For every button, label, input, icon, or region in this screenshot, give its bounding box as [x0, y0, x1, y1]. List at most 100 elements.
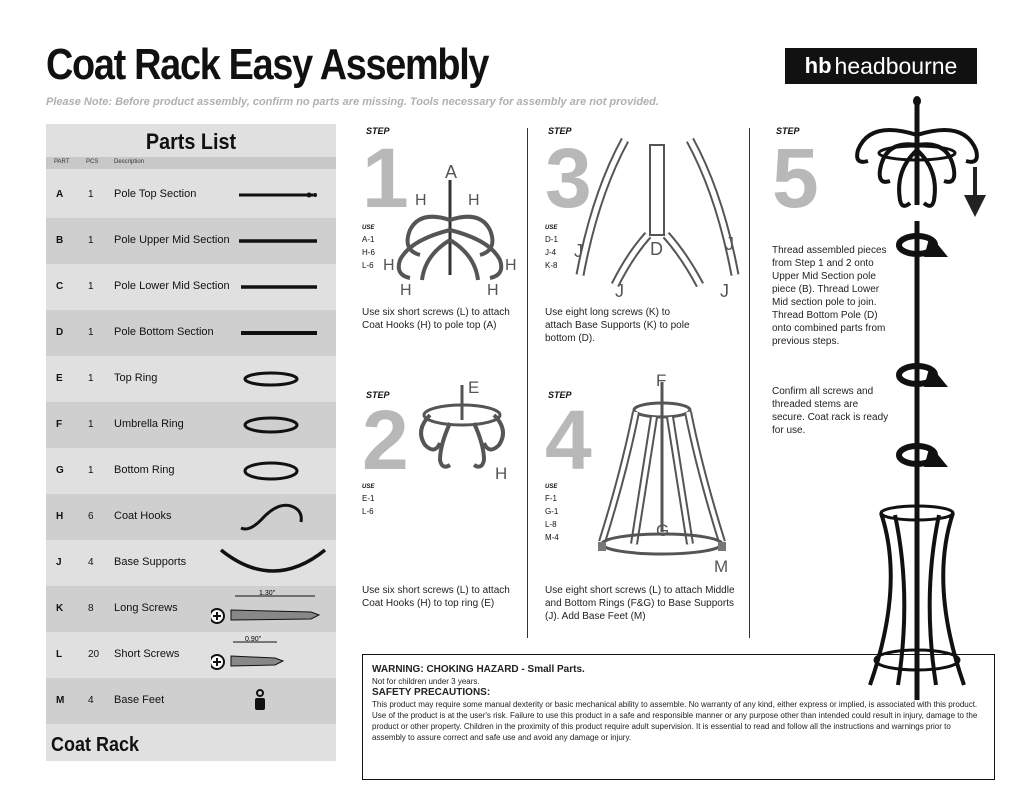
step-1-label: STEP	[366, 126, 390, 136]
use-item: M-4	[545, 533, 559, 542]
short-screw-icon: 0.90"	[211, 636, 285, 670]
part-qty: 1	[88, 189, 94, 200]
part-row: E 1 Top Ring	[46, 356, 336, 402]
brand-mark: hb	[804, 53, 832, 78]
step-3-illustration: D J J J J	[574, 137, 740, 300]
pole-top-icon	[239, 192, 317, 198]
coat-hook-icon	[240, 503, 303, 531]
pole-upper-mid-icon	[239, 239, 317, 243]
parts-list-panel: Parts List PART PCS Description A 1 Pole…	[46, 124, 336, 761]
step-4-illustration: F G M	[598, 372, 728, 576]
part-letter: E	[56, 373, 63, 384]
col-qty: PCS	[86, 159, 99, 165]
label-j: J	[574, 241, 583, 261]
step-2-illustration: E H	[419, 378, 507, 483]
part-row: B 1 Pole Upper Mid Section	[46, 218, 336, 264]
label-f: F	[656, 372, 666, 390]
part-desc: Pole Upper Mid Section	[114, 234, 230, 246]
part-desc: Pole Bottom Section	[114, 326, 214, 338]
step-2-text: Use six short screws (L) to attach Coat …	[362, 585, 510, 609]
part-letter: C	[56, 281, 64, 292]
use-item: A-1	[362, 235, 375, 244]
part-letter: G	[56, 465, 64, 476]
use-item: J-4	[545, 248, 557, 257]
step-5-number: 5	[772, 131, 819, 225]
part-qty: 6	[88, 511, 94, 522]
label-j: J	[725, 234, 734, 254]
pole-bottom-icon	[241, 331, 317, 335]
use-item: E-1	[362, 494, 375, 503]
label-a: A	[445, 162, 457, 182]
step-5-text-2: Confirm all screws and threaded stems ar…	[772, 386, 889, 436]
part-row: L 20 Short Screws 0.90"	[46, 632, 336, 678]
part-letter: D	[56, 327, 64, 338]
step-3-number: 3	[545, 131, 592, 225]
part-desc: Pole Top Section	[114, 188, 197, 200]
part-qty: 1	[88, 465, 94, 476]
part-row: K 8 Long Screws 1.30"	[46, 586, 336, 632]
rotate-arrow-icon	[896, 363, 948, 387]
label-j: J	[615, 281, 624, 300]
part-qty: 1	[88, 373, 94, 384]
step-4-uses: F-1 G-1 L-8 M-4	[545, 492, 559, 544]
use-item: H-6	[362, 248, 375, 257]
part-letter: K	[56, 603, 64, 614]
step-1-illustration: A H H H H H H	[383, 162, 517, 299]
use-item: L-6	[362, 507, 374, 516]
part-qty: 1	[88, 235, 94, 246]
part-row: H 6 Coat Hooks	[46, 494, 336, 540]
step-4-text: Use eight short screws (L) to attach Mid…	[545, 585, 735, 622]
part-desc: Top Ring	[114, 372, 158, 384]
rotate-arrow-icon	[896, 233, 948, 257]
part-desc: Umbrella Ring	[114, 418, 184, 430]
safety-text: This product may require some manual dex…	[372, 700, 978, 742]
base-foot-icon	[255, 689, 265, 710]
part-qty: 1	[88, 419, 94, 430]
label-m: M	[714, 557, 728, 576]
step-1-use-label: USE	[362, 225, 375, 231]
step-4-label: STEP	[548, 390, 572, 400]
step-4-use-label: USE	[545, 484, 558, 490]
part-qty: 4	[88, 695, 94, 706]
long-screw-icon: 1.30"	[211, 590, 321, 624]
part-row: D 1 Pole Bottom Section	[46, 310, 336, 356]
part-row: M 4 Base Feet	[46, 678, 336, 724]
use-item: F-1	[545, 494, 557, 503]
label-h: H	[383, 257, 395, 274]
part-letter: F	[56, 419, 63, 430]
assembly-note: Please Note: Before product assembly, co…	[46, 96, 659, 108]
warning-title: WARNING: CHOKING HAZARD - Small Parts.	[372, 664, 585, 675]
part-desc: Long Screws	[114, 602, 178, 614]
use-item: K-8	[545, 261, 558, 270]
rotate-arrow-icon	[896, 443, 948, 467]
safety-heading: SAFETY PRECAUTIONS:	[372, 687, 491, 698]
label-h: H	[487, 282, 499, 299]
part-qty: 20	[88, 649, 100, 660]
page-title: Coat Rack Easy Assembly	[46, 40, 489, 89]
brand-name: headbourne	[834, 52, 958, 79]
use-item: L-6	[362, 261, 374, 270]
label-h: H	[400, 282, 412, 299]
step-5-label: STEP	[776, 126, 800, 136]
step-2-number: 2	[362, 393, 409, 487]
step-3-uses: D-1 J-4 K-8	[545, 233, 558, 272]
label-j: J	[720, 281, 729, 300]
step-1-uses: A-1 H-6 L-6	[362, 233, 375, 272]
part-letter: B	[56, 235, 64, 246]
parts-list-title: Parts List	[145, 129, 237, 154]
part-qty: 1	[88, 327, 94, 338]
part-desc: Bottom Ring	[114, 464, 175, 476]
step-2-uses: E-1 L-6	[362, 492, 374, 518]
pole-lower-mid-icon	[241, 285, 317, 289]
step-3-use-label: USE	[545, 225, 558, 231]
part-qty: 8	[88, 603, 94, 614]
step-1-text: Use six short screws (L) to attach Coat …	[362, 307, 510, 331]
part-letter: M	[56, 695, 65, 706]
use-item: L-8	[545, 520, 557, 529]
bottom-ring-icon	[243, 461, 299, 481]
part-row: G 1 Bottom Ring	[46, 448, 336, 494]
part-letter: H	[56, 511, 64, 522]
assembled-coat-rack-illustration	[855, 96, 986, 700]
col-part: PART	[54, 159, 70, 165]
label-d: D	[650, 239, 663, 259]
